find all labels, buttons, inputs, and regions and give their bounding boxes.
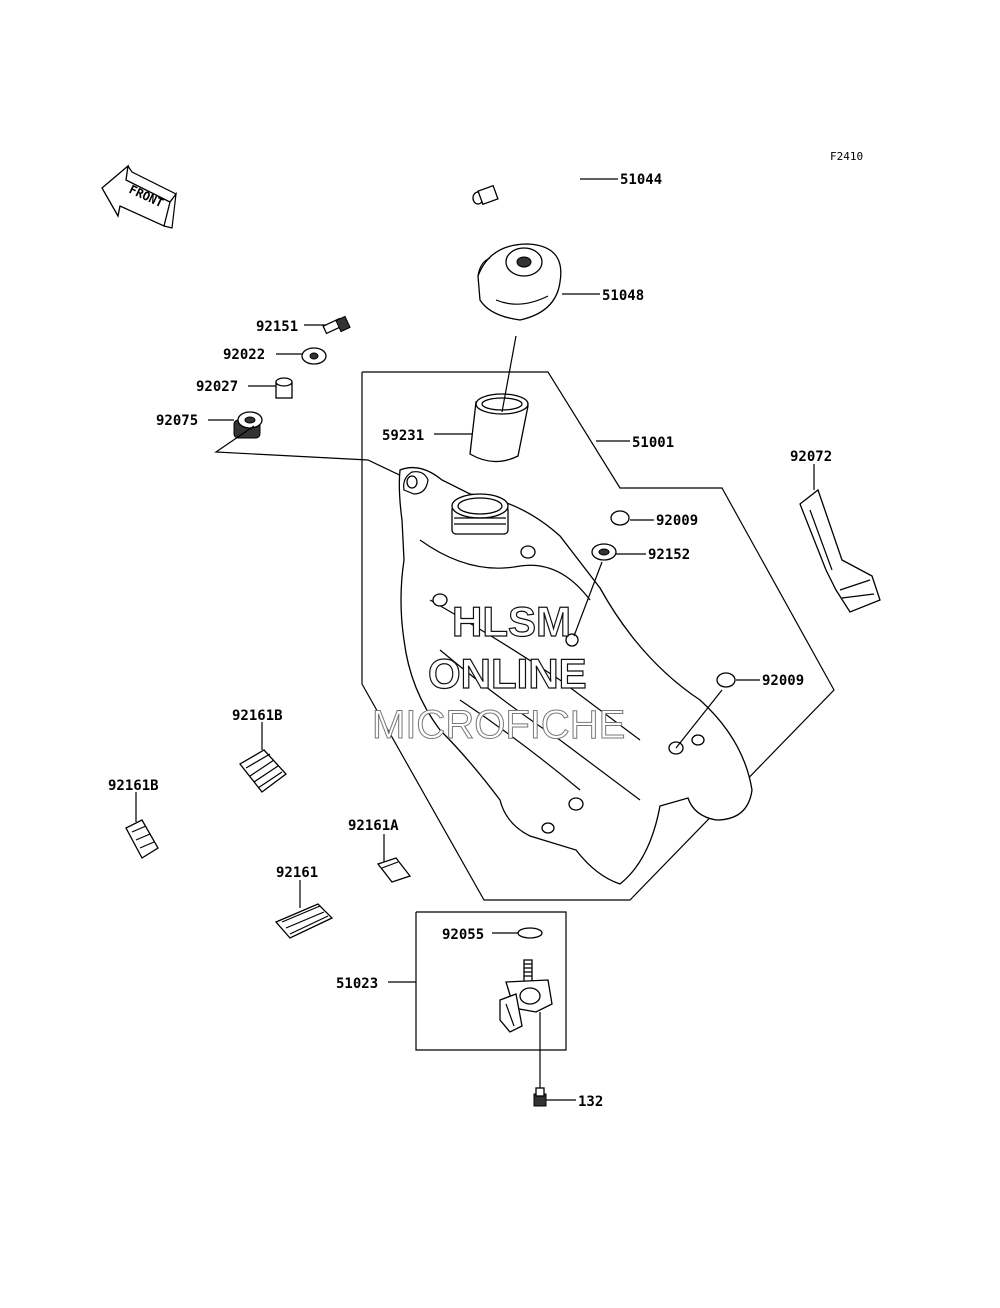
part-label: 92152 — [648, 547, 690, 563]
part-label: 92009 — [762, 673, 804, 689]
fuel-cock-outline — [415, 911, 567, 1051]
fuel-cock — [499, 959, 553, 1033]
figure-code: F2410 — [830, 150, 863, 163]
part-label: 51044 — [620, 172, 662, 188]
part-label: 92151 — [256, 319, 298, 335]
part-label: 59231 — [382, 428, 424, 444]
part-label: 92055 — [442, 927, 484, 943]
pad-92161b-left — [125, 819, 159, 859]
pad-92161b-upper — [239, 749, 287, 793]
part-label: 92161B — [108, 778, 159, 794]
breather-hose — [472, 169, 582, 245]
tank-strap — [799, 488, 881, 613]
screw-icon — [610, 510, 630, 526]
fuel-cap — [477, 243, 562, 321]
watermark: HLSM ONLINE MICROFICHE — [372, 597, 626, 747]
part-label: 92009 — [656, 513, 698, 529]
front-arrow-icon: FRONT — [101, 164, 177, 229]
part-label: 92161A — [348, 818, 399, 834]
fuel-filter — [469, 393, 529, 463]
part-label: 92022 — [223, 347, 265, 363]
pad-92161a — [376, 857, 412, 883]
part-label: 132 — [578, 1094, 603, 1110]
damper-icon — [233, 411, 263, 439]
watermark-line3: MICROFICHE — [372, 703, 625, 747]
screw-icon — [716, 672, 736, 688]
watermark-line1: HLSM — [452, 598, 571, 645]
bolt-132 — [533, 1087, 547, 1107]
bolt-92151 — [322, 315, 351, 335]
assembly-outline — [361, 371, 835, 901]
part-label: 51048 — [602, 288, 644, 304]
part-label: 92161 — [276, 865, 318, 881]
part-label: 51001 — [632, 435, 674, 451]
part-label: 51023 — [336, 976, 378, 992]
pad-92161 — [274, 903, 334, 939]
collar-icon — [275, 377, 293, 399]
part-label: 92075 — [156, 413, 198, 429]
part-label: 92072 — [790, 449, 832, 465]
watermark-line2: ONLINE — [428, 650, 587, 697]
fuel-tank — [398, 466, 753, 885]
part-label: 92161B — [232, 708, 283, 724]
o-ring-icon — [517, 927, 543, 939]
part-label: 92027 — [196, 379, 238, 395]
